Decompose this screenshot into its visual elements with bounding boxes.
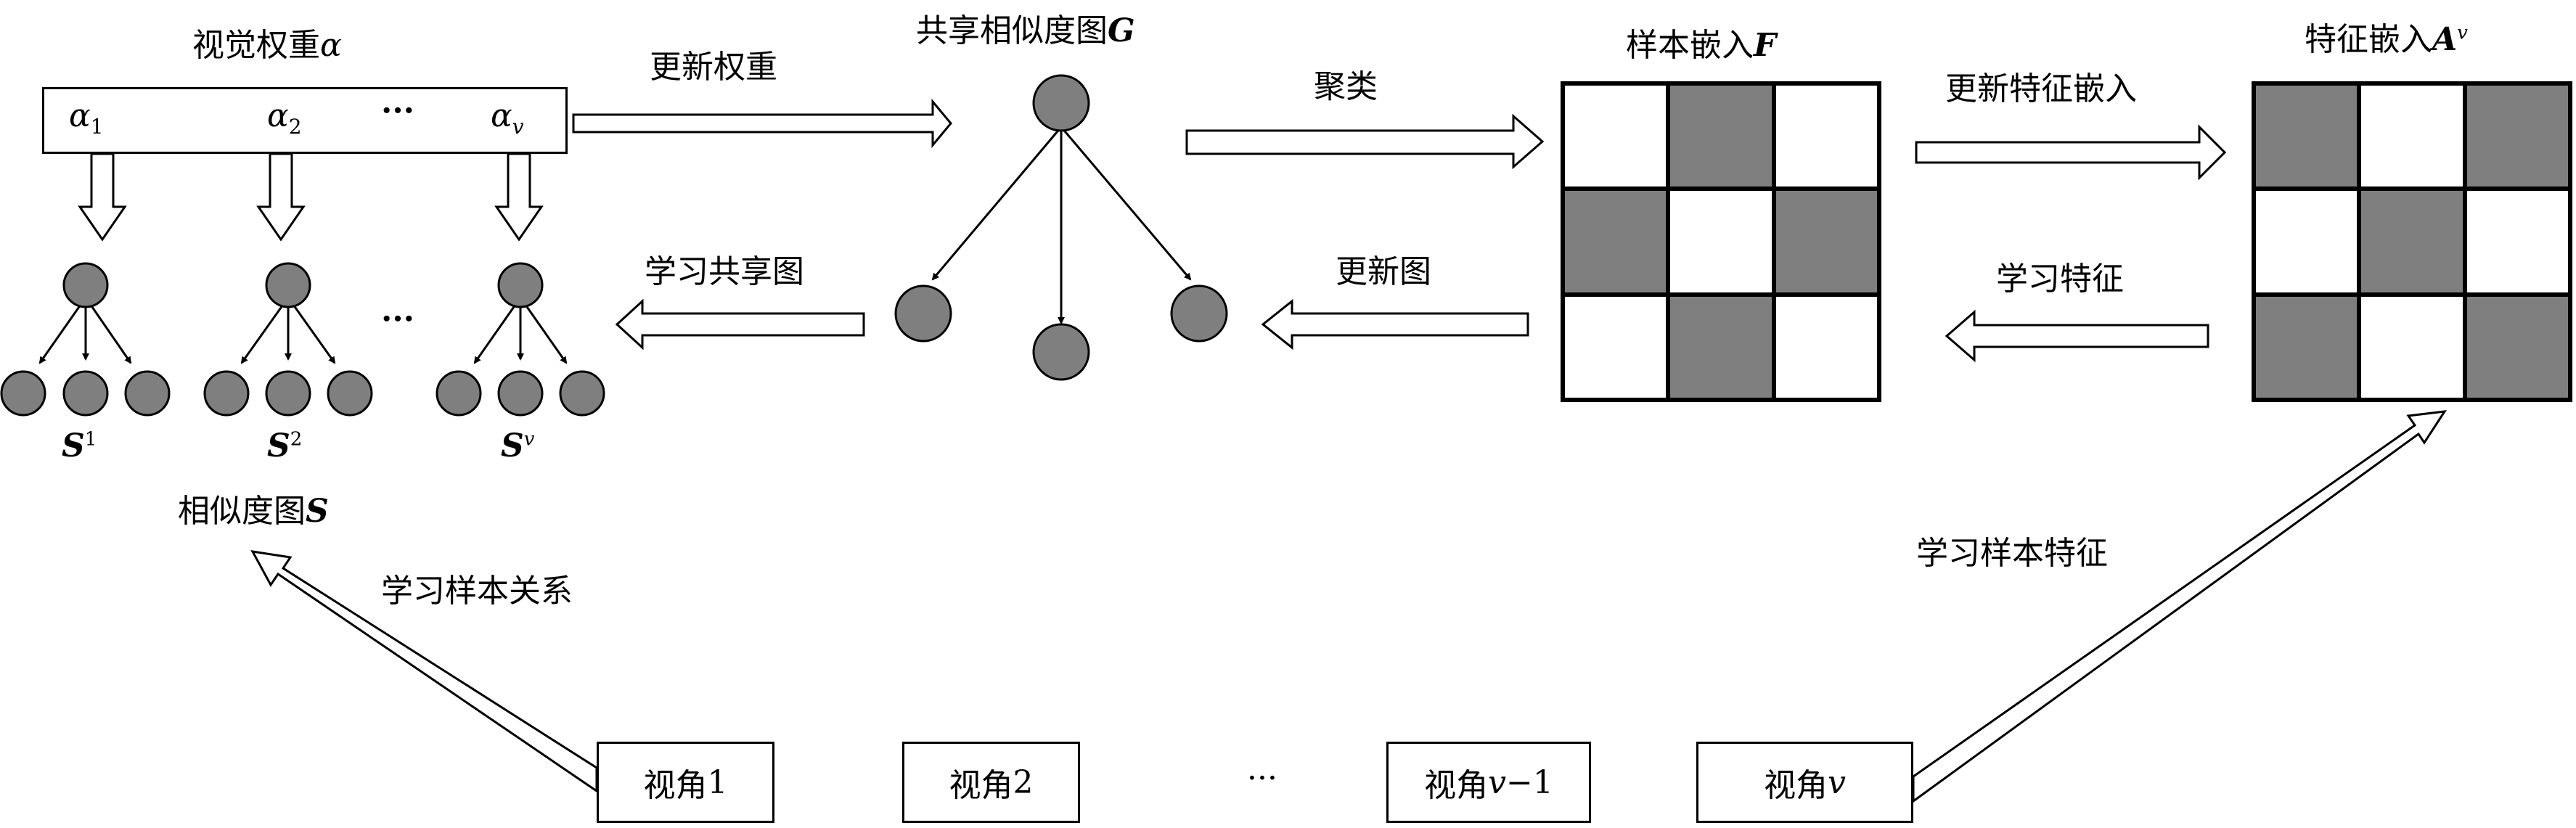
graph-node <box>497 262 544 308</box>
alpha-2: α2 <box>267 97 302 139</box>
arrow-learn-shared-graph <box>615 298 865 351</box>
empty-cell <box>2359 83 2465 189</box>
alpha-v: αv <box>491 97 524 139</box>
empty-cell <box>1773 294 1879 400</box>
label-learn-sample-relation: 学习样本关系 <box>381 573 573 610</box>
graph-node <box>124 370 171 417</box>
filled-cell <box>2464 83 2570 189</box>
arrow-learn-sample-feature <box>1912 410 2448 803</box>
empty-cell <box>1668 189 1774 295</box>
view-weight-title: 视觉权重α <box>192 28 342 64</box>
view-weight-title-text: 视觉权重 <box>192 27 320 64</box>
similarity-label-1: S1 <box>62 427 97 464</box>
empty-cell <box>2254 189 2360 295</box>
label-learn-shared-graph: 学习共享图 <box>645 253 804 290</box>
arrow-cluster <box>1185 113 1545 170</box>
alpha-ellipsis: ··· <box>381 92 414 129</box>
graph-node <box>327 370 373 417</box>
arrow-weight-down-1 <box>78 152 127 242</box>
label-update-feature-embedding: 更新特征嵌入 <box>1945 70 2137 107</box>
label-update-weight: 更新权重 <box>650 49 777 86</box>
feature-embedding-grid <box>2252 81 2572 402</box>
filled-cell <box>1668 83 1774 189</box>
sample-embedding-title: 样本嵌入F <box>1626 27 1777 64</box>
filled-cell <box>1668 294 1774 400</box>
arrow-weight-down-3 <box>494 152 544 242</box>
shared-graph-node <box>894 284 952 343</box>
empty-cell <box>1773 83 1879 189</box>
empty-cell <box>1563 294 1669 400</box>
arrow-update-graph <box>1261 298 1529 351</box>
graph-node <box>265 370 311 417</box>
graph-node <box>265 262 311 308</box>
graph-node <box>436 370 482 417</box>
arrow-learn-sample-relation <box>250 550 598 793</box>
label-cluster: 聚类 <box>1314 68 1378 105</box>
shared-graph-node <box>1032 74 1090 132</box>
arrow-update-weight <box>572 98 952 149</box>
arrow-update-feature-embedding <box>1915 124 2227 181</box>
view-ellipsis: ··· <box>1247 760 1277 797</box>
filled-cell <box>2359 189 2465 295</box>
filled-cell <box>1773 189 1879 295</box>
graph-nodes <box>0 74 1228 417</box>
graph-node <box>62 262 109 308</box>
view-weight-title-symbol: α <box>320 27 342 64</box>
shared-graph-node <box>1170 284 1228 343</box>
filled-cell <box>2254 83 2360 189</box>
arrow-weight-down-2 <box>256 152 306 242</box>
similarity-label-v: Sv <box>501 427 535 464</box>
filled-cell <box>1563 189 1669 295</box>
empty-cell <box>1563 83 1669 189</box>
view-weight-box <box>42 87 568 154</box>
graph-node <box>0 370 46 417</box>
feature-embedding-title: 特征嵌入Av <box>2305 21 2468 58</box>
filled-cell <box>2254 294 2360 400</box>
empty-cell <box>2359 294 2465 400</box>
similarity-label-2: S2 <box>267 427 303 464</box>
label-learn-feature: 学习特征 <box>1996 261 2124 298</box>
shared-graph-title: 共享相似度图G <box>916 12 1135 49</box>
graph-node <box>62 370 109 417</box>
label-update-graph: 更新图 <box>1336 253 1431 290</box>
empty-cell <box>2464 189 2570 295</box>
sample-embedding-grid <box>1561 81 1881 402</box>
filled-cell <box>2464 294 2570 400</box>
alpha-1: α1 <box>69 97 104 139</box>
graph-node <box>497 370 544 417</box>
graph-node <box>203 370 250 417</box>
graph-node <box>559 370 605 417</box>
tree-ellipsis: ··· <box>381 300 414 337</box>
shared-graph-node <box>1032 323 1090 381</box>
label-learn-sample-feature: 学习样本特征 <box>1916 535 2108 572</box>
arrow-learn-feature <box>1945 309 2209 363</box>
similarity-caption: 相似度图S <box>178 493 329 530</box>
